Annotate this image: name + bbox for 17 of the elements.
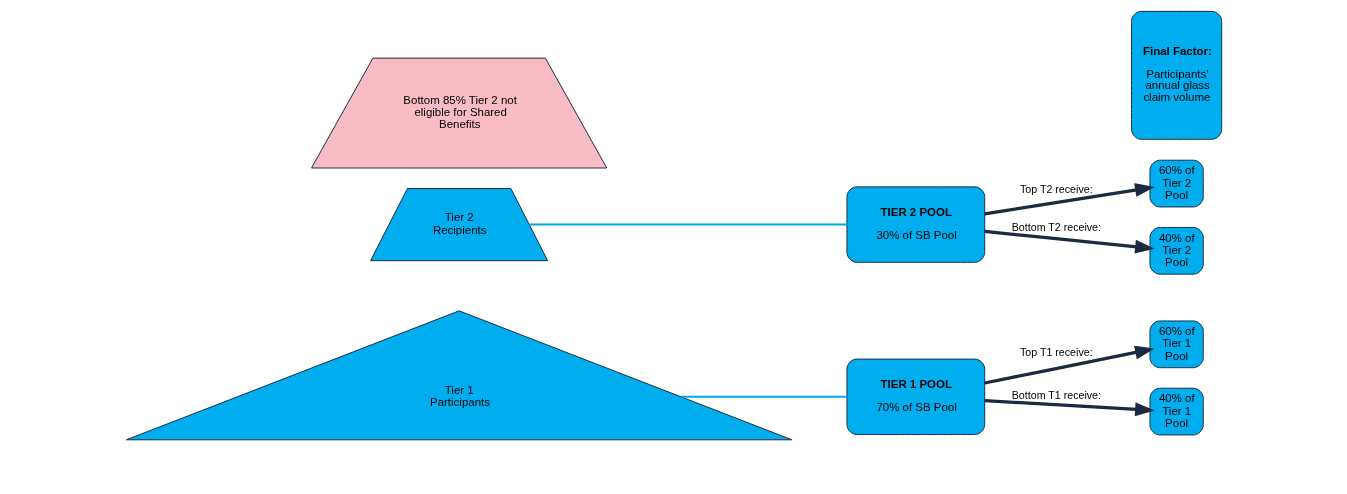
edge-label: Bottom T2 receive:	[1011, 221, 1101, 234]
node-box: 40% of Tier 2 Pool	[1148, 226, 1204, 275]
arrow	[984, 229, 1155, 254]
arrow	[984, 399, 1155, 417]
node-box: TIER 2 POOL 30% of SB Pool	[845, 186, 985, 263]
edge-label: Top T2 receive:	[1019, 182, 1093, 195]
node-box: Final Factor: Participants’ annual glass claim volume	[1130, 10, 1222, 140]
node-box: TIER 1 POOL 70% of SB Pool	[845, 358, 985, 435]
connector	[528, 223, 847, 226]
node-box: 60% of Tier 2 Pool	[1148, 159, 1204, 208]
arrow	[983, 183, 1155, 216]
node-box: 60% of Tier 1 Pool	[1148, 320, 1204, 369]
node-box: 40% of Tier 1 Pool	[1148, 387, 1204, 436]
edge-label: Top T1 receive:	[1019, 346, 1093, 359]
arrow	[983, 345, 1155, 385]
edge-label: Bottom T1 receive:	[1011, 388, 1101, 401]
connector	[680, 395, 847, 398]
